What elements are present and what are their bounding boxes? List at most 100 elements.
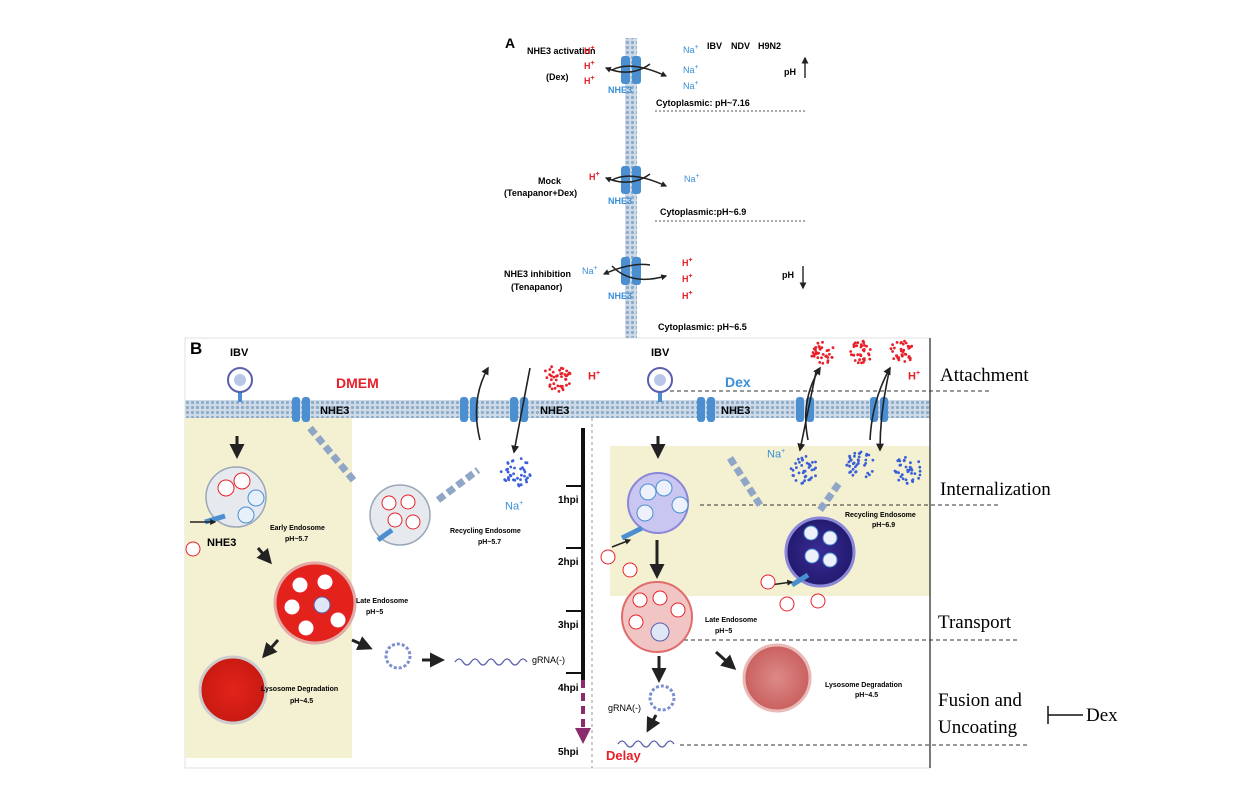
late-endosome-right-ph: pH~5 <box>715 628 733 635</box>
ion-dot <box>893 346 896 350</box>
ion-dot <box>821 340 824 344</box>
virus-header-ibv: IBV <box>707 41 723 51</box>
ion-dot <box>565 369 569 373</box>
ion-dot <box>796 457 800 461</box>
a3-h-ion-1: H+ <box>682 257 693 268</box>
ion-dot <box>560 372 564 375</box>
ion-dot <box>557 390 561 393</box>
ion-dot <box>902 348 906 352</box>
ion-dot <box>858 358 861 362</box>
tick-2hpi: 2hpi <box>558 557 579 568</box>
row2-label-line2: (Tenapanor+Dex) <box>504 188 578 198</box>
late-endosome-left <box>273 561 357 645</box>
ion-dot <box>868 348 872 351</box>
panel-a-background <box>520 38 808 338</box>
ion-dot <box>554 378 558 382</box>
ion-dot <box>904 456 907 459</box>
ion-dot <box>855 344 859 348</box>
ion-dot <box>810 468 814 472</box>
ion-dot <box>550 378 553 382</box>
ion-dot <box>797 471 801 475</box>
ion-dot <box>903 360 907 363</box>
ion-dot <box>818 361 822 364</box>
ion-dot <box>519 457 523 460</box>
free-hplus-right <box>600 549 826 612</box>
ion-dot <box>856 458 860 462</box>
ion-dot <box>859 345 863 349</box>
left-nhe3-label-1: NHE3 <box>320 405 350 417</box>
ion-dot <box>517 484 521 488</box>
ion-dot <box>508 473 512 477</box>
panel-a <box>520 38 809 338</box>
early-endosome-ph: pH~5.7 <box>285 536 309 543</box>
process-arrows-right <box>611 436 794 733</box>
uncoated-virus-left <box>384 642 412 670</box>
ion-dot <box>811 460 814 464</box>
ion-dot <box>526 476 529 480</box>
early-endosome-name: Early Endosome <box>270 525 325 532</box>
ion-dot <box>868 473 871 477</box>
row2-cyto-ph: Cytoplasmic:pH~6.9 <box>660 207 747 217</box>
ion-dot <box>565 383 568 387</box>
ion-dot <box>863 463 866 467</box>
right-na-plus: Na+ <box>767 448 786 461</box>
ion-dot <box>848 454 851 458</box>
ion-dot <box>826 356 830 359</box>
ion-dot <box>791 468 795 472</box>
ion-dot <box>857 455 861 459</box>
ion-dot <box>856 361 860 365</box>
ion-dot <box>803 475 807 479</box>
row1-label-line2: (Dex) <box>546 72 569 82</box>
nhe3-channel-a1 <box>604 56 668 84</box>
ion-dot <box>789 467 793 470</box>
inhibitor-dex-label: Dex <box>1086 705 1118 726</box>
ion-dot <box>560 375 563 378</box>
ion-dot <box>845 463 849 467</box>
stage-internalization: Internalization <box>940 479 1051 500</box>
ion-dot <box>854 470 858 474</box>
ion-dot <box>918 469 922 473</box>
ion-dot <box>807 478 811 482</box>
ion-dot <box>909 467 913 470</box>
grna-strand-left <box>454 658 528 666</box>
ion-dot <box>864 458 868 462</box>
ion-dot <box>830 356 834 359</box>
ion-dot <box>516 476 519 480</box>
ion-dot <box>906 344 910 348</box>
ion-dot <box>824 354 828 358</box>
ion-dot <box>849 350 853 353</box>
tick-5hpi: 5hpi <box>558 747 579 758</box>
delay-label: Delay <box>606 748 641 763</box>
ion-dot <box>553 386 557 390</box>
cell-membrane <box>185 400 930 418</box>
ion-dot <box>904 465 908 469</box>
ion-dot <box>897 478 901 482</box>
ion-dot <box>506 461 510 464</box>
ion-dot <box>850 353 853 357</box>
row3-nhe3-label: NHE3 <box>608 291 633 301</box>
a2-na-ion: Na+ <box>684 173 700 184</box>
ion-dot <box>528 474 532 477</box>
ion-dot <box>913 472 917 475</box>
ion-dot <box>891 350 894 353</box>
ion-dot <box>907 356 911 359</box>
ion-dot <box>523 474 526 478</box>
ion-dot <box>513 478 517 482</box>
a1-na-ion-2: Na+ <box>683 64 699 75</box>
ion-dot <box>855 463 859 467</box>
ion-dot <box>866 471 870 475</box>
ion-dot <box>507 476 510 479</box>
ion-dot <box>853 451 857 455</box>
ion-dot <box>902 459 906 463</box>
a3-h-ion-3: H+ <box>682 290 693 301</box>
dex-label: Dex <box>725 374 751 390</box>
ion-dot <box>813 353 816 356</box>
ion-dot <box>821 361 825 365</box>
ion-dot <box>521 466 524 469</box>
ion-dot <box>849 470 853 473</box>
ion-dot <box>905 482 909 485</box>
ion-dot <box>899 463 903 467</box>
left-virus-label: IBV <box>230 347 249 359</box>
ion-dot <box>853 359 857 362</box>
